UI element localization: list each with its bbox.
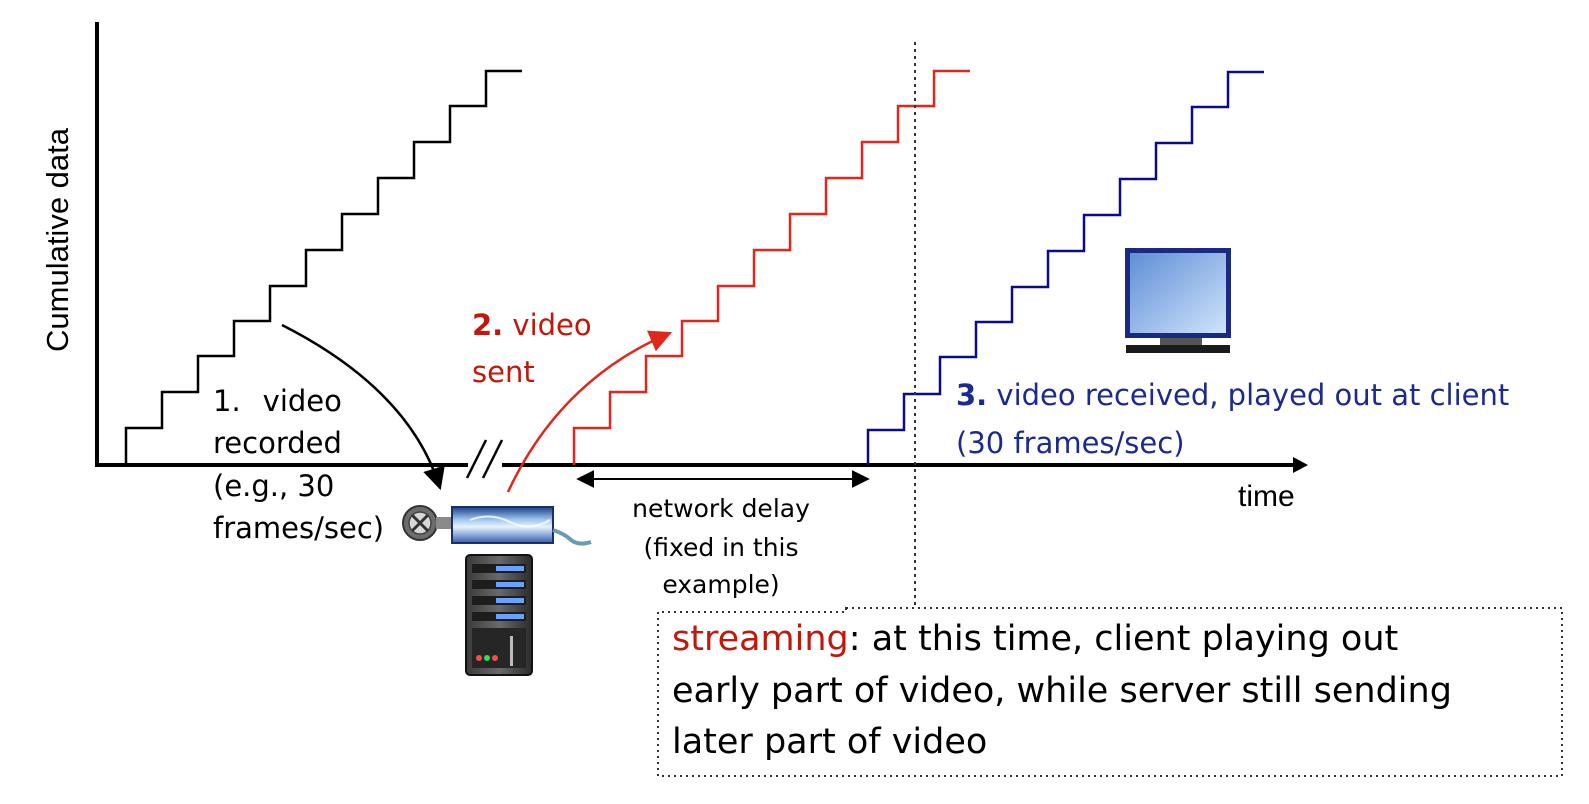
sent-staircase [572,69,970,465]
svg-text:1.video: 1. video [213,384,342,418]
network-delay-line2: (fixed in this [643,533,798,562]
monitor-icon [1125,248,1231,353]
received-number: 3. [956,378,987,412]
y-axis-label: Cumulative data [40,127,75,352]
sent-line1: video [503,308,591,342]
video-clip-icon [451,506,592,546]
note-line3: later part of video [672,722,987,762]
sent-line2: sent [472,355,535,389]
svg-text:2. video: 2. video [472,308,592,342]
recorded-label: 1. video recorded (e.g., 30 frames/sec) [213,384,384,545]
axes: Cumulative data time [40,22,1308,513]
sent-number: 2. [472,308,503,342]
x-axis-arrowhead [1293,457,1308,473]
svg-text:3. video received, played out: 3. video received, played out at client [956,378,1509,412]
recorded-line1: video [263,384,342,418]
svg-text:streaming: at this time, clien: streaming: at this time, client playing … [672,619,1398,659]
note-line1: : at this time, client playing out [849,619,1398,659]
axis-break-mark [465,439,504,479]
streaming-note: streaming: at this time, client playing … [657,606,1563,777]
recorded-staircase [124,69,522,465]
note-line2: early part of video, while server still … [672,671,1452,711]
received-line1: video received, played out at client [987,378,1509,412]
network-delay-label: network delay (fixed in this example) [632,494,810,599]
server-icon [465,554,533,676]
network-delay-line1: network delay [632,494,810,523]
recorded-line4: frames/sec) [213,511,384,545]
recorded-line2: recorded [213,426,342,460]
server-to-network-arrow [506,330,673,493]
record-to-server-arrow [281,323,445,491]
received-label: 3. video received, played out at client … [956,378,1509,460]
x-axis-label: time [1238,480,1295,513]
recorded-line3: (e.g., 30 [213,469,334,503]
received-line2: (30 frames/sec) [956,426,1185,460]
received-staircase [866,70,1264,465]
note-keyword: streaming [672,619,849,659]
film-reel-icon [402,505,452,541]
network-delay-line3: example) [662,570,779,599]
recorded-number: 1. [213,384,241,418]
sent-label: 2. video sent [472,308,592,389]
